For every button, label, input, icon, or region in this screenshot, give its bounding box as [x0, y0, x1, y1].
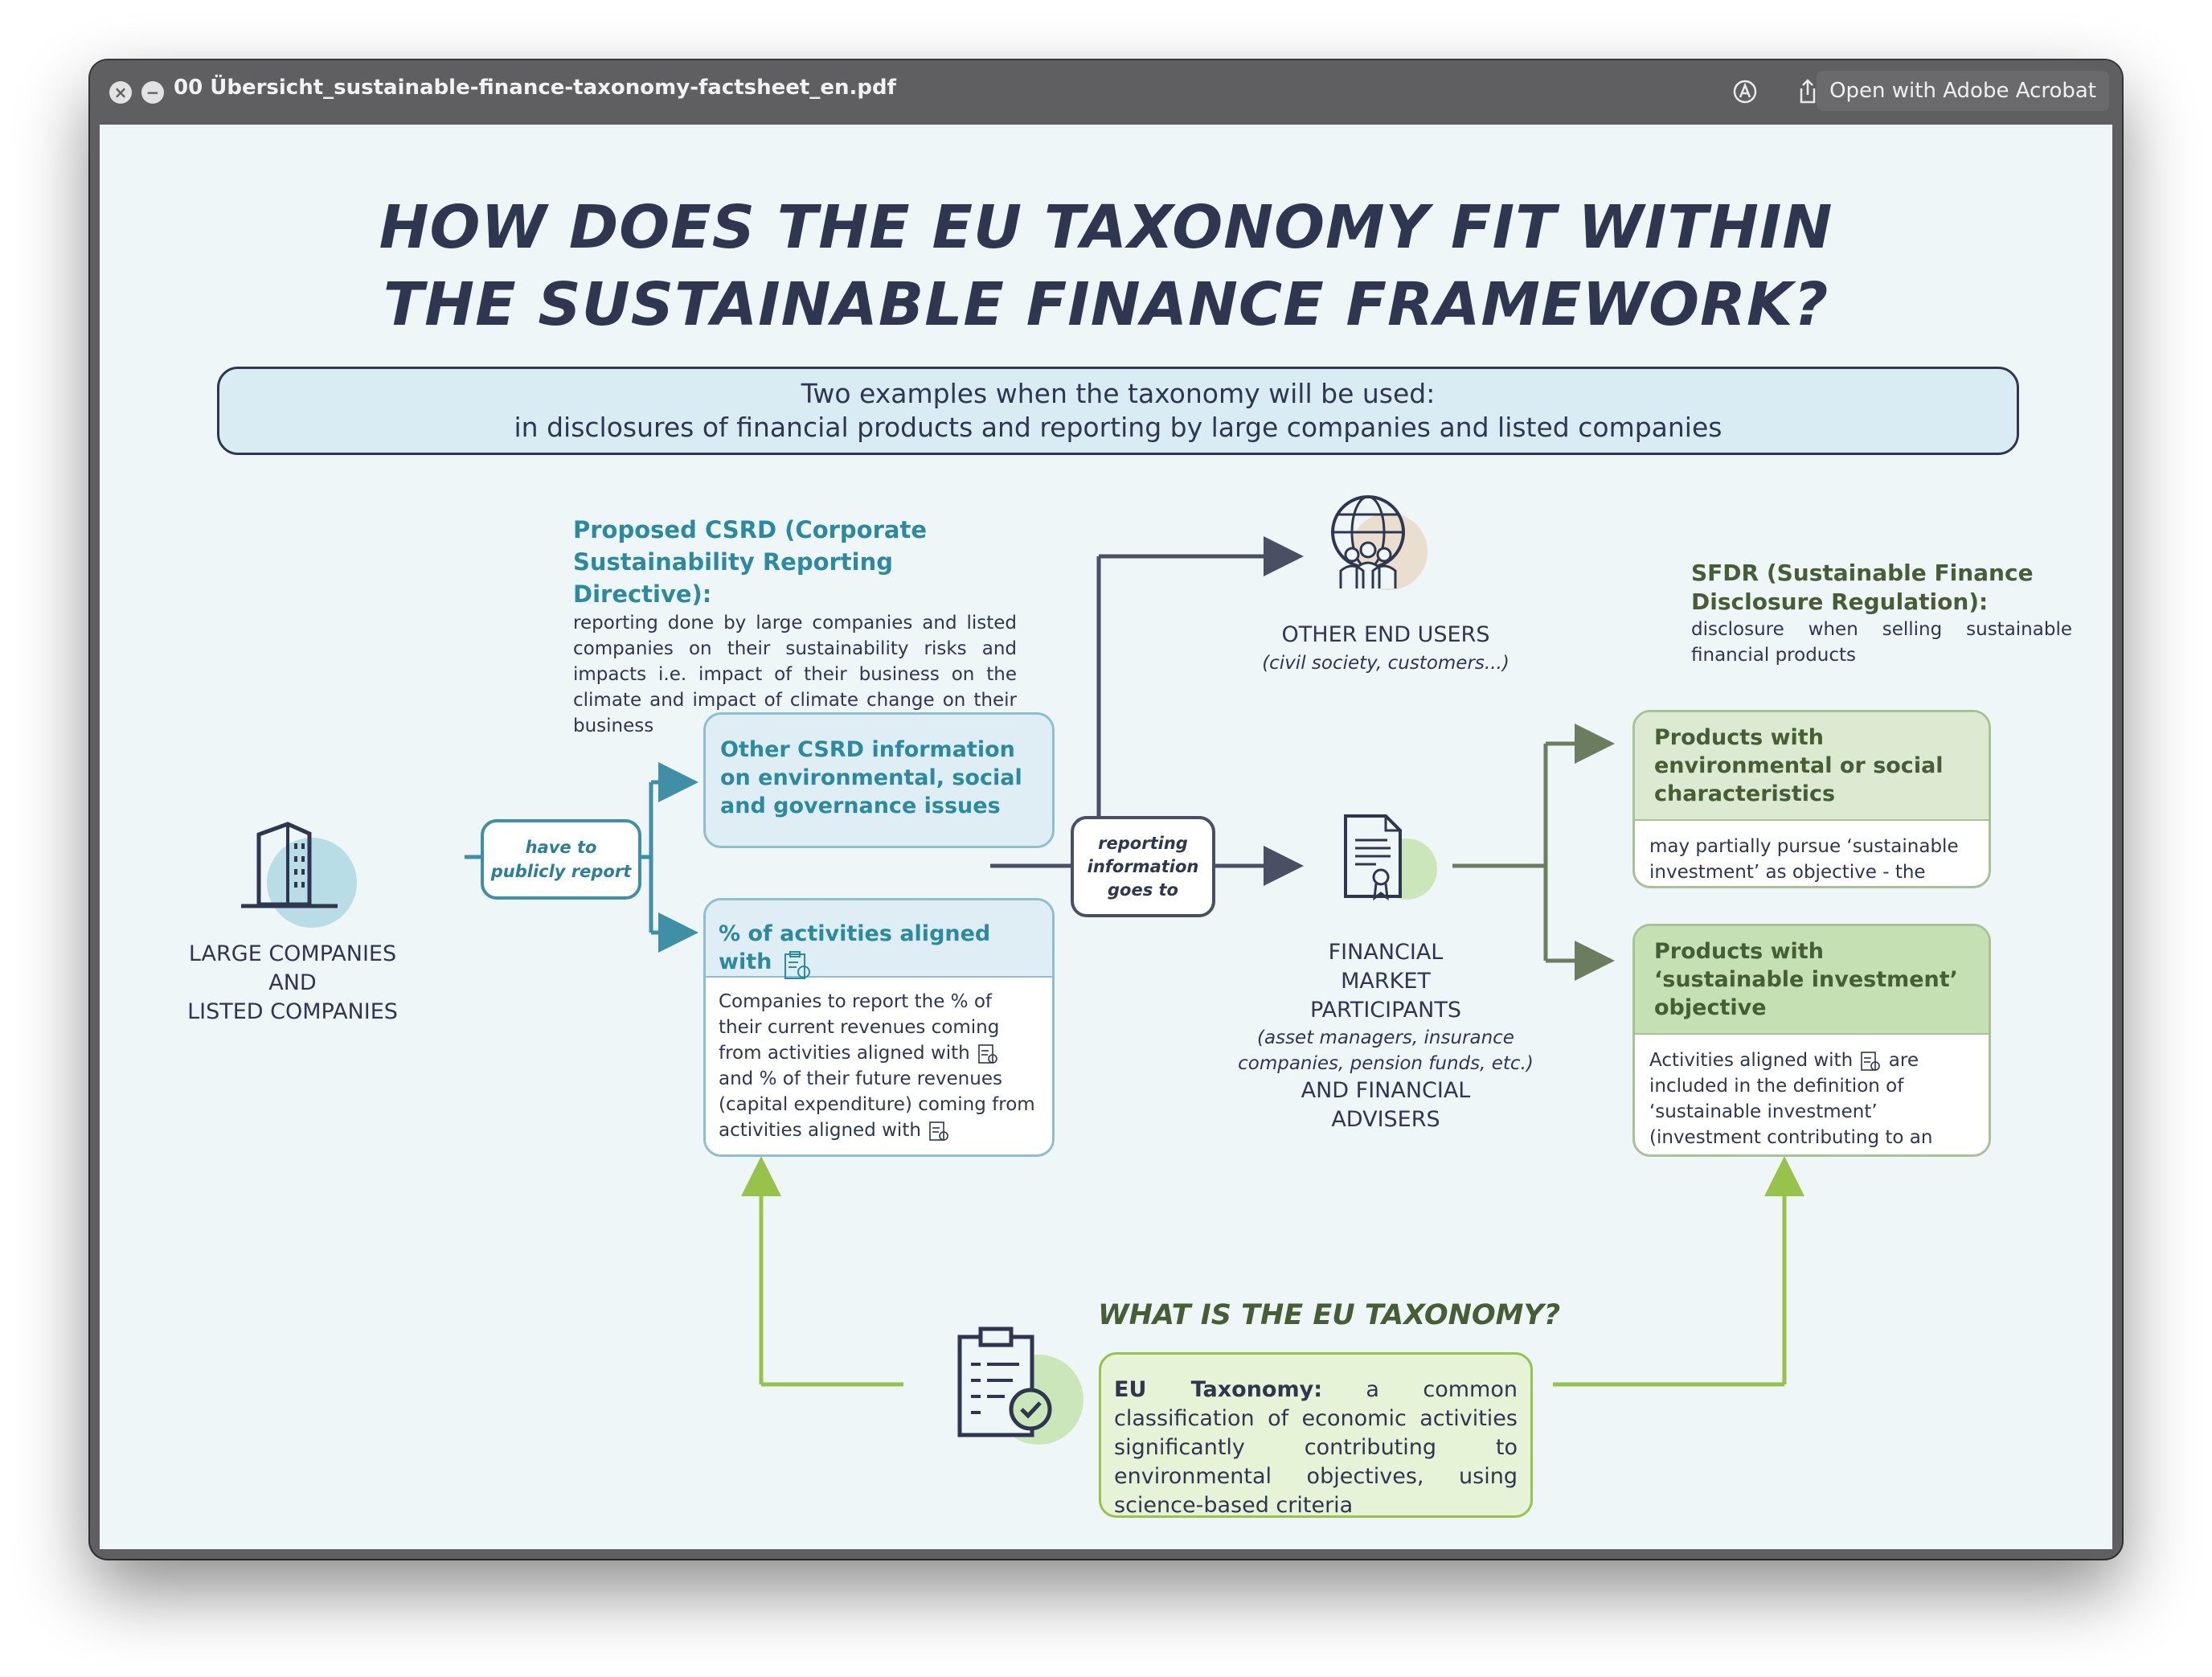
taxonomy-definition-text: a common classification of economic acti…: [1114, 1377, 1518, 1518]
companies-label: LARGE COMPANIES AND LISTED COMPANIES: [180, 940, 405, 1027]
products-env-social-box: Products with environmental or social ch…: [1632, 710, 1991, 888]
reporting-connector: [990, 536, 1304, 886]
taxonomy-clipboard-icon: [927, 1120, 951, 1142]
sfdr-text: disclosure when selling sustainable fina…: [1691, 619, 2072, 666]
companies-label-line-1: LARGE COMPANIES: [188, 941, 397, 966]
taxonomy-clipboard-large-icon: [957, 1326, 1083, 1445]
csrd-section: Proposed CSRD (Corporate Sustainability …: [573, 514, 1017, 739]
products-sustainable-box: Products with ‘sustainable investment’ o…: [1632, 924, 1991, 1157]
taxonomy-bold-label: EU Taxonomy:: [1114, 1377, 1323, 1402]
fmp-line-3: PARTICIPANTS: [1310, 998, 1461, 1023]
banner-line-2: in disclosures of financial products and…: [514, 412, 1722, 443]
page-title-line-2: THE SUSTAINABLE FINANCE FRAMEWORK?: [383, 270, 1829, 339]
csrd-text: reporting done by large companies and li…: [573, 613, 1017, 736]
publicly-report-pill: have to publicly report: [481, 819, 641, 900]
companies-label-line-3: LISTED COMPANIES: [187, 999, 398, 1024]
products-sustainable-head: Products with ‘sustainable investment’ o…: [1635, 926, 1989, 1035]
activities-body: Companies to report the % of their curre…: [706, 978, 1052, 1154]
markup-icon[interactable]: [1730, 76, 1760, 107]
fmp-sub: (asset managers, insurance companies, pe…: [1238, 1027, 1534, 1074]
activities-box: % of activities aligned with Companies t…: [703, 898, 1055, 1157]
products-env-social-body: may partially pursue ‘sustainable invest…: [1649, 836, 1959, 883]
taxonomy-connector: [741, 1156, 1804, 1387]
publicly-report-line-2: publicly report: [490, 862, 632, 881]
activities-body-part-2: and % of their future revenues (capital …: [719, 1068, 1035, 1141]
fmp-label: FINANCIAL MARKET PARTICIPANTS (asset man…: [1209, 938, 1563, 1134]
other-end-users-label: OTHER END USERS: [1281, 622, 1490, 647]
taxonomy-clipboard-icon: [976, 1043, 1000, 1065]
other-csrd-box: Other CSRD information on environmental,…: [703, 712, 1055, 848]
reporting-line-1: reporting: [1098, 834, 1188, 853]
fmp-line-2: MARKET: [1341, 969, 1431, 994]
window-titlebar: × − 00 Übersicht_sustainable-finance-tax…: [90, 60, 2122, 123]
companies-label-line-2: AND: [268, 970, 317, 995]
other-csrd-text: Other CSRD information on environmental,…: [720, 737, 1022, 818]
reporting-information-pill: reporting information goes to: [1071, 816, 1215, 917]
open-with-acrobat-button[interactable]: Open with Adobe Acrobat: [1817, 71, 2109, 111]
taxonomy-definition-box: EU Taxonomy: a common classification of …: [1099, 1352, 1533, 1518]
globe-people-icon: [1331, 495, 1428, 590]
fmp-line-1: FINANCIAL: [1328, 940, 1444, 965]
fmp-line-5: ADVISERS: [1331, 1107, 1440, 1132]
csrd-heading: Proposed CSRD (Corporate Sustainability …: [573, 516, 927, 608]
sfdr-heading: SFDR (Sustainable Finance Disclosure Reg…: [1691, 560, 2034, 615]
examples-banner: Two examples when the taxonomy will be u…: [217, 367, 2019, 455]
products-sustainable-body-part-1: Activities aligned with: [1649, 1050, 1854, 1071]
close-icon[interactable]: ×: [109, 81, 132, 104]
fmp-line-4: AND FINANCIAL: [1301, 1078, 1471, 1103]
taxonomy-clipboard-icon: [784, 950, 811, 979]
other-end-users-sub: (civil society, customers...): [1262, 653, 1509, 674]
share-icon[interactable]: [1792, 76, 1823, 107]
publicly-report-line-1: have to: [525, 838, 597, 857]
flow-connectors: [465, 536, 1804, 1387]
sfdr-section: SFDR (Sustainable Finance Disclosure Reg…: [1691, 559, 2072, 668]
activities-body-part-1: Companies to report the % of their curre…: [719, 991, 1000, 1064]
certificate-document-icon: [1344, 814, 1437, 901]
page-title-line-1: HOW DOES THE EU TAXONOMY FIT WITHIN: [379, 193, 1833, 262]
banner-line-1: Two examples when the taxonomy will be u…: [801, 378, 1436, 409]
window-title: 00 Übersicht_sustainable-finance-taxonom…: [174, 76, 896, 100]
sfdr-connector: [1452, 724, 1615, 981]
activities-head: % of activities aligned with: [719, 921, 991, 974]
reporting-line-2: information: [1087, 857, 1199, 876]
taxonomy-clipboard-icon: [1858, 1050, 1882, 1072]
activities-box-header: % of activities aligned with: [706, 900, 1052, 979]
pdf-page: HOW DOES THE EU TAXONOMY FIT WITHIN THE …: [100, 125, 2112, 1549]
taxonomy-heading: WHAT IS THE EU TAXONOMY?: [1098, 1299, 1561, 1331]
pdf-preview-window: × − 00 Übersicht_sustainable-finance-tax…: [90, 60, 2122, 1559]
products-sustainable-body-part-2: are included in the definition of ‘susta…: [1649, 1050, 1964, 1154]
building-icon: [241, 822, 357, 928]
reporting-line-3: goes to: [1108, 880, 1178, 900]
minimize-icon[interactable]: −: [141, 81, 164, 104]
products-env-social-head: Products with environmental or social ch…: [1635, 712, 1989, 821]
products-sustainable-body: Activities aligned with are included in …: [1635, 1035, 1989, 1154]
